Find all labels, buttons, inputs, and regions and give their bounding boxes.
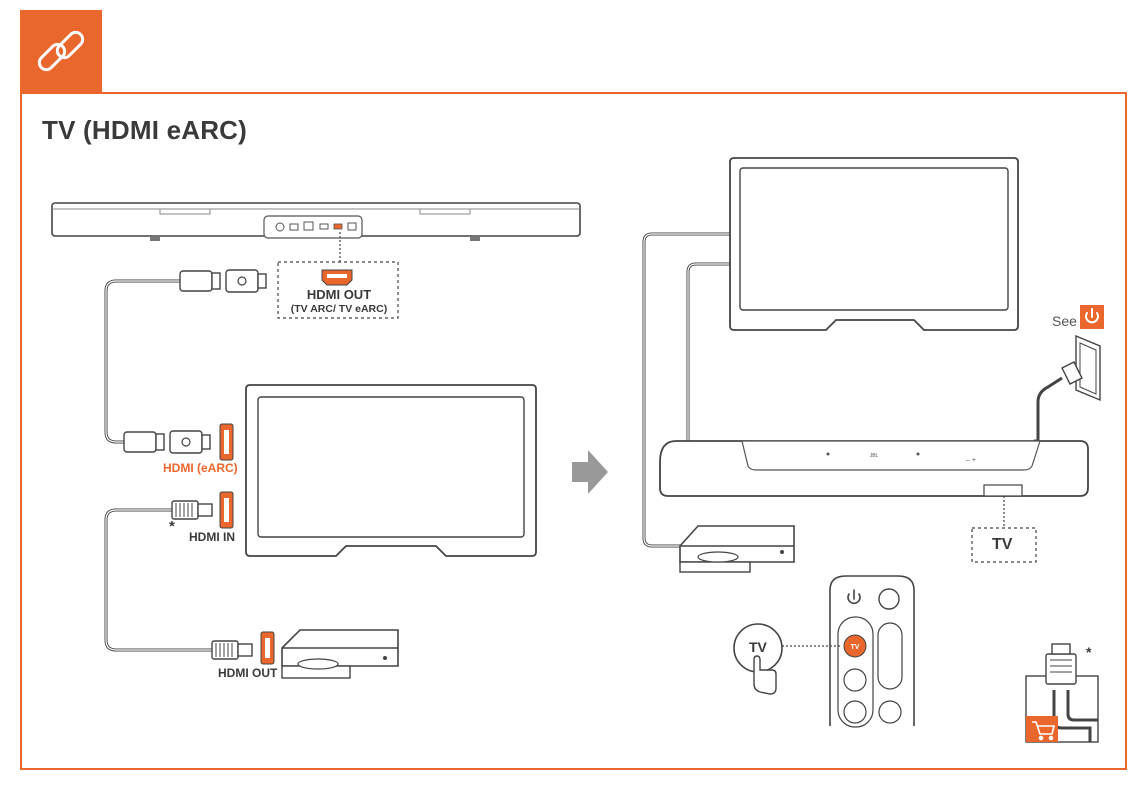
asterisk-right: * [1086, 644, 1092, 660]
link-icon-badge [20, 10, 102, 92]
hdmi-out-callout [277, 261, 399, 319]
svg-text:TV: TV [851, 644, 860, 651]
tv-button-label: TV [749, 639, 767, 655]
soundbar-buttons: – + [966, 457, 976, 464]
hdmi-cable-earc [104, 269, 267, 454]
player-right [679, 525, 795, 573]
tv-callout-label: TV [992, 536, 1013, 553]
player-left [281, 629, 399, 679]
hdmi-out-label: HDMI OUT [306, 287, 372, 302]
tv-earc-port [219, 423, 234, 461]
player-hdmi-out-port [260, 631, 275, 665]
hdmi-earc-label: HDMI (eARC) [163, 461, 238, 475]
tv-left [245, 384, 537, 557]
hdmi-port-icon [321, 269, 353, 286]
cable-inset [1025, 643, 1099, 743]
content-frame [20, 92, 1127, 770]
soundbar-rear [51, 202, 581, 241]
see-label: See [1052, 313, 1077, 329]
tv-button-press [733, 623, 783, 695]
remote-control: TV [829, 575, 915, 728]
hdmi-cable-hdmi-in [104, 500, 253, 660]
soundbar-logo: JBL [870, 453, 879, 459]
player-hdmi-out-label: HDMI OUT [218, 666, 278, 680]
page-title: TV (HDMI eARC) [42, 115, 248, 145]
hdmi-out-sublabel: (TV ARC/ TV eARC) [290, 303, 388, 315]
hdmi-in-label: HDMI IN [189, 530, 235, 544]
power-icon [1085, 308, 1099, 324]
tv-callout-box [971, 527, 1037, 563]
wall-outlet [1061, 334, 1101, 402]
tv-hdmi-in-port [219, 491, 234, 529]
soundbar-front: JBL – + [659, 440, 1089, 563]
cart-icon [1032, 721, 1056, 741]
tv-right [729, 157, 1019, 331]
remote-power-icon [847, 589, 861, 605]
remote-tv-button[interactable] [843, 634, 867, 658]
link-icon [37, 30, 85, 72]
arrow-right-icon [572, 450, 608, 494]
asterisk-left: * [169, 518, 175, 535]
